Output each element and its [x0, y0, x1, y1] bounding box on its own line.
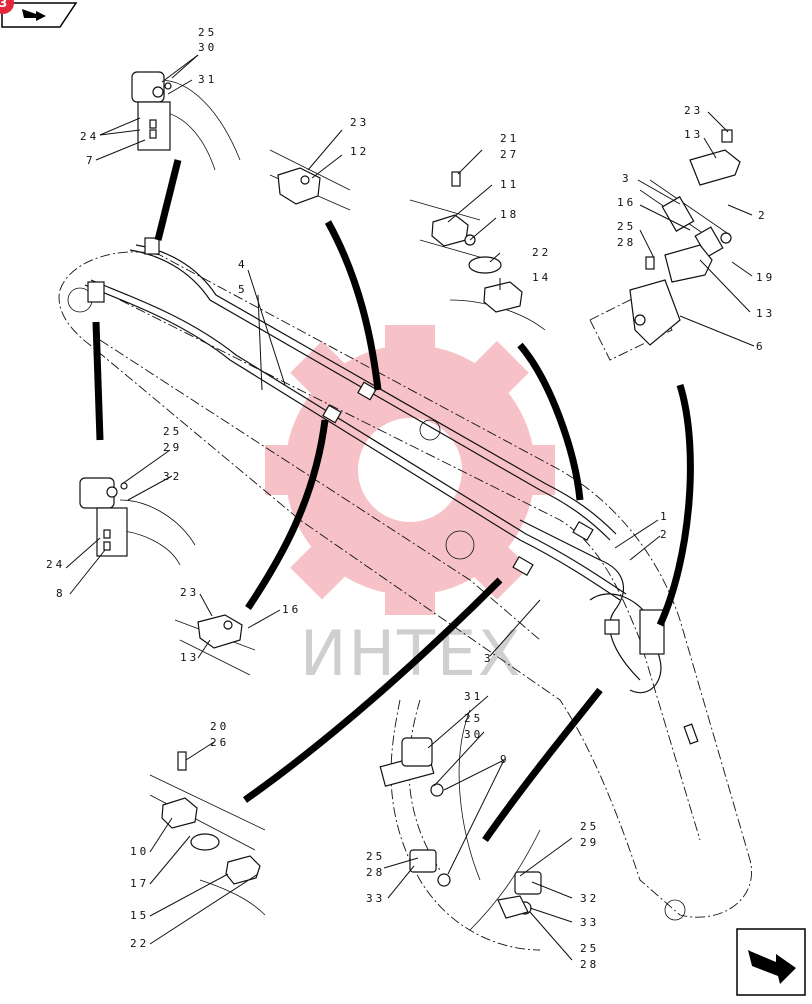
callout-label: 5: [238, 283, 248, 296]
detail-clamp-12: [269, 149, 351, 211]
callout-label: 12: [350, 145, 369, 158]
callout-label: 2: [758, 209, 768, 222]
callout-label: 27: [500, 148, 519, 161]
callout-label: 1: [660, 510, 670, 523]
callout-label: 25: [198, 26, 217, 39]
callout-label: 23: [350, 116, 369, 129]
callout-label: 10: [130, 845, 149, 858]
callout-label: 22: [532, 246, 551, 259]
callout-label: 24: [46, 558, 65, 571]
callout-label: 3: [484, 652, 494, 665]
callout-label: 28: [366, 866, 385, 879]
callout-label: 31: [464, 690, 483, 703]
detail-coupling-6: [589, 129, 741, 361]
watermark-text: ИНТЕХ: [300, 617, 523, 690]
callout-label: 30: [198, 41, 217, 54]
callout-label: 25: [580, 820, 599, 833]
callout-label: 32: [580, 892, 599, 905]
callout-label: 19: [756, 271, 775, 284]
callout-label: 23: [684, 104, 703, 117]
callout-label: 8: [56, 587, 66, 600]
detail-clamp-11-14: [409, 171, 546, 331]
next-button[interactable]: [736, 928, 806, 996]
callout-label: 14: [532, 271, 551, 284]
callout-label: 13: [180, 651, 199, 664]
callout-label: 15: [130, 909, 149, 922]
callout-label: 25: [464, 712, 483, 725]
callout-label: 31: [198, 73, 217, 86]
callout-label: 6: [756, 340, 766, 353]
callout-label: 25: [580, 942, 599, 955]
callout-label: 28: [617, 236, 636, 249]
callout-label: 29: [580, 836, 599, 849]
callout-label: 22: [130, 937, 149, 950]
back-arrow-icon: [1, 2, 78, 28]
detail-clamp-8: [79, 477, 196, 566]
callout-label: 7: [86, 154, 96, 167]
callout-label: 21: [500, 132, 519, 145]
callout-label: 2: [660, 528, 670, 541]
callout-label: 33: [580, 916, 599, 929]
callout-label: 13: [756, 307, 775, 320]
callout-label: 25: [163, 425, 182, 438]
callout-label: 4: [238, 258, 248, 271]
detail-clamp-9: [379, 699, 542, 951]
callout-label: 11: [500, 178, 519, 191]
pointer-arrows: [92, 159, 694, 843]
callout-label: 16: [617, 196, 636, 209]
callout-label: 25: [366, 850, 385, 863]
detail-clamp-10: [149, 751, 266, 916]
watermark-logo: [265, 325, 555, 615]
back-button[interactable]: 3: [0, 0, 78, 30]
callout-label: 32: [163, 470, 182, 483]
callout-label: 25: [617, 220, 636, 233]
callout-label: 16: [282, 603, 301, 616]
callout-labels: 25 30 31 24 7 23 12 21 27 11 18 22 14 23…: [46, 26, 775, 971]
leader-lines: [65, 54, 755, 961]
detail-clamp-16: [174, 614, 256, 676]
callout-label: 17: [130, 877, 149, 890]
detail-clamp-7: [131, 71, 241, 171]
next-arrow-icon: [736, 928, 806, 996]
callout-label: 9: [500, 753, 510, 766]
callout-label: 26: [210, 736, 229, 749]
callout-label: 28: [580, 958, 599, 971]
callout-label: 29: [163, 441, 182, 454]
callout-label: 24: [80, 130, 99, 143]
callout-label: 18: [500, 208, 519, 221]
callout-label: 20: [210, 720, 229, 733]
page-badge: 3: [0, 0, 14, 14]
callout-label: 13: [684, 128, 703, 141]
callout-label: 30: [464, 728, 483, 741]
boom: [58, 237, 752, 921]
callout-label: 23: [180, 586, 199, 599]
callout-label: 33: [366, 892, 385, 905]
callout-label: 3: [622, 172, 632, 185]
